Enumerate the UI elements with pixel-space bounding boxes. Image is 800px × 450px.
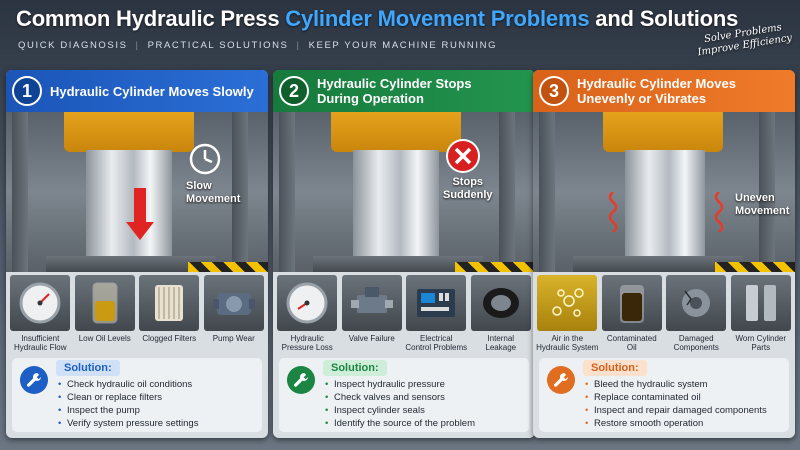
panel-title: Hydraulic Cylinder Moves Slowly: [50, 83, 254, 99]
solution-item: Bleed the hydraulic system: [585, 378, 767, 391]
dirty-oil-icon: [619, 285, 644, 323]
wrench-icon: [547, 366, 575, 394]
scene-label: Uneven Movement: [735, 192, 790, 217]
solution-item: Check hydraulic oil conditions: [58, 378, 198, 391]
valve-icon: [350, 287, 393, 313]
title-highlight: Cylinder Movement Problems: [285, 6, 590, 31]
problem-panel-slow: 1 Hydraulic Cylinder Moves Slowly Slow M…: [6, 70, 268, 438]
solution-label: Solution:: [583, 360, 647, 376]
stop-x-icon: [446, 139, 480, 173]
solution-item: Inspect hydraulic pressure: [325, 378, 475, 391]
press-base: [313, 256, 483, 272]
subtitle: QUICK DIAGNOSIS|PRACTICAL SOLUTIONS|KEEP…: [18, 40, 498, 51]
problem-panel-uneven: 3 Hydraulic Cylinder Moves Unevenly or V…: [533, 70, 795, 438]
cause-item: Low Oil Levels: [74, 275, 136, 361]
subtitle-item: KEEP YOUR MACHINE RUNNING: [308, 40, 498, 51]
press-base: [573, 256, 743, 272]
vibration-icon: [714, 192, 724, 232]
solution-item: Inspect and repair damaged components: [585, 404, 767, 417]
solution-item: Replace contaminated oil: [585, 391, 767, 404]
panel-number: 2: [279, 76, 309, 106]
air-bubbles-icon: [552, 288, 584, 317]
damaged-part-icon: [682, 289, 711, 317]
filter-icon: [155, 285, 184, 321]
solution-item: Clean or replace filters: [58, 391, 198, 404]
hazard-stripe: [715, 262, 795, 272]
oil-jar-icon: [92, 282, 118, 324]
cylinder-rod: [353, 150, 439, 260]
cylinder-cap: [331, 112, 461, 152]
solution-list: Check hydraulic oil conditions Clean or …: [58, 378, 198, 430]
solution-label: Solution:: [323, 360, 387, 376]
wrench-icon: [20, 366, 48, 394]
hazard-stripe: [188, 262, 268, 272]
solution-item: Identify the source of the problem: [325, 417, 475, 430]
down-arrow-icon: [126, 188, 154, 240]
scene-label: Slow Movement: [186, 180, 241, 205]
cylinder-cap: [64, 112, 194, 152]
clock-icon: [189, 143, 221, 175]
solution-box: Solution: Check hydraulic oil conditions…: [12, 358, 262, 432]
cause-item: Pump Wear: [203, 275, 265, 361]
solution-label: Solution:: [56, 360, 120, 376]
solution-item: Inspect cylinder seals: [325, 404, 475, 417]
cylinder-scene: Slow Movement: [6, 112, 268, 272]
cylinder-scene: Stops Suddenly: [273, 112, 535, 272]
subtitle-item: PRACTICAL SOLUTIONS: [147, 40, 289, 51]
solution-box: Solution: Bleed the hydraulic system Rep…: [539, 358, 789, 432]
cylinder-cap: [603, 112, 723, 152]
wrench-icon: [287, 366, 315, 394]
panel-title: Hydraulic Cylinder Moves Unevenly or Vib…: [577, 76, 736, 106]
pump-icon: [212, 293, 255, 315]
header: Common Hydraulic Press Cylinder Movement…: [0, 0, 800, 64]
electrical-panel-icon: [417, 289, 456, 317]
cause-item: Valve Failure: [341, 275, 403, 361]
solution-item: Check valves and sensors: [325, 391, 475, 404]
cylinder-rod: [625, 150, 705, 260]
solution-item: Inspect the pump: [58, 404, 198, 417]
panel-number: 3: [539, 76, 569, 106]
panel-header: 1 Hydraulic Cylinder Moves Slowly: [6, 70, 268, 112]
cause-item: Clogged Filters: [138, 275, 200, 361]
solution-list: Inspect hydraulic pressure Check valves …: [325, 378, 475, 430]
solution-box: Solution: Inspect hydraulic pressure Che…: [279, 358, 529, 432]
pressure-gauge-icon: [286, 282, 328, 324]
solution-list: Bleed the hydraulic system Replace conta…: [585, 378, 767, 430]
panel-header: 3 Hydraulic Cylinder Moves Unevenly or V…: [533, 70, 795, 112]
panel-title: Hydraulic Cylinder Stops During Operatio…: [317, 76, 472, 106]
pressure-gauge-icon: [19, 282, 61, 324]
scene-label: Stops Suddenly: [443, 176, 493, 201]
press-base: [46, 256, 216, 272]
cylinder-rod: [86, 150, 172, 260]
cylinder-scene: Uneven Movement: [533, 112, 795, 272]
panel-header: 2 Hydraulic Cylinder Stops During Operat…: [273, 70, 535, 112]
vibration-icon: [608, 192, 618, 232]
hazard-stripe: [455, 262, 535, 272]
solution-item: Restore smooth operation: [585, 417, 767, 430]
cylinder-parts-icon: [745, 285, 776, 321]
solution-item: Verify system pressure settings: [58, 417, 198, 430]
problem-panel-stops: 2 Hydraulic Cylinder Stops During Operat…: [273, 70, 535, 438]
panel-number: 1: [12, 76, 42, 106]
page-title: Common Hydraulic Press Cylinder Movement…: [16, 6, 739, 31]
subtitle-item: QUICK DIAGNOSIS: [18, 40, 128, 51]
seal-ring-icon: [482, 288, 519, 318]
